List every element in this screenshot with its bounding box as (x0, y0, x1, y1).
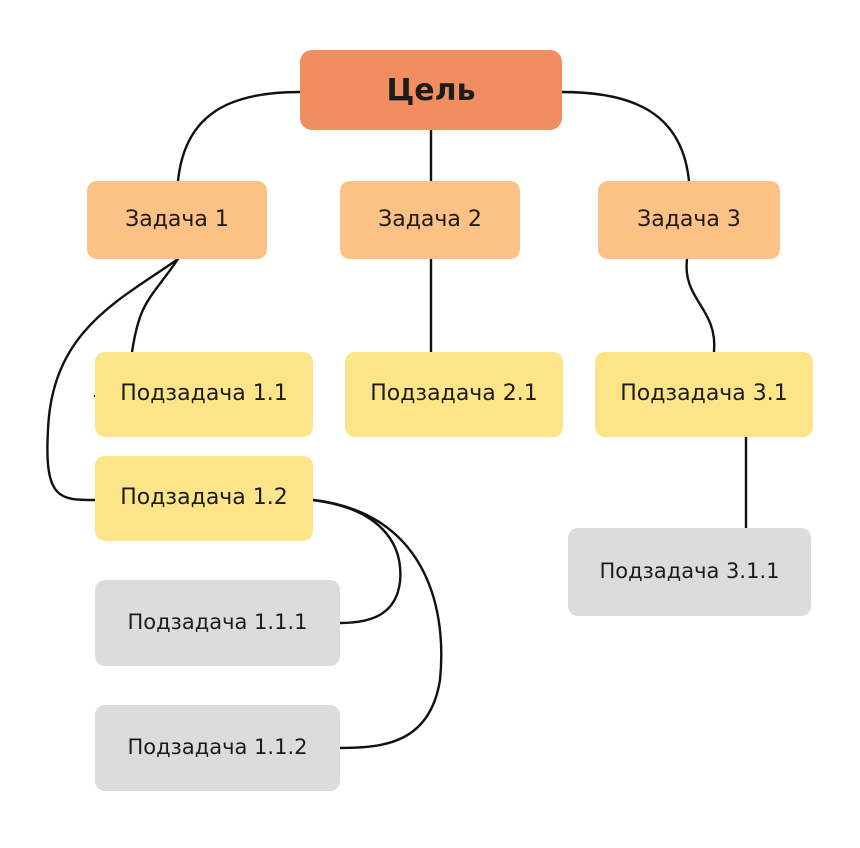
node-sub31[interactable]: Подзадача 3.1 (595, 352, 813, 437)
node-sub311[interactable]: Подзадача 3.1.1 (568, 528, 811, 616)
node-sub21[interactable]: Подзадача 2.1 (345, 352, 563, 437)
node-label: Подзадача 1.1.2 (127, 735, 308, 760)
node-label: Подзадача 1.1.1 (127, 610, 308, 635)
node-sub12[interactable]: Подзадача 1.2 (95, 456, 313, 541)
node-task2[interactable]: Задача 2 (340, 181, 520, 259)
node-label: Задача 2 (378, 206, 482, 232)
node-label: Подзадача 1.1 (120, 381, 288, 407)
node-task3[interactable]: Задача 3 (598, 181, 780, 259)
edge-task3-to-sub31 (685, 257, 716, 354)
node-sub11[interactable]: Подзадача 1.1 (95, 352, 313, 437)
node-label: Задача 1 (125, 206, 229, 232)
node-sub112[interactable]: Подзадача 1.1.2 (95, 705, 340, 791)
node-label: Подзадача 2.1 (370, 381, 538, 407)
edge-goal-to-task3 (560, 90, 691, 183)
edge-goal-to-task1 (176, 90, 302, 183)
node-label: Задача 3 (637, 206, 741, 232)
node-label: Подзадача 3.1 (620, 381, 788, 407)
node-task1[interactable]: Задача 1 (87, 181, 267, 259)
node-label: Цель (386, 72, 476, 108)
node-label: Подзадача 3.1.1 (599, 559, 780, 584)
node-sub111[interactable]: Подзадача 1.1.1 (95, 580, 340, 666)
node-goal[interactable]: Цель (300, 50, 562, 130)
node-label: Подзадача 1.2 (120, 485, 288, 511)
